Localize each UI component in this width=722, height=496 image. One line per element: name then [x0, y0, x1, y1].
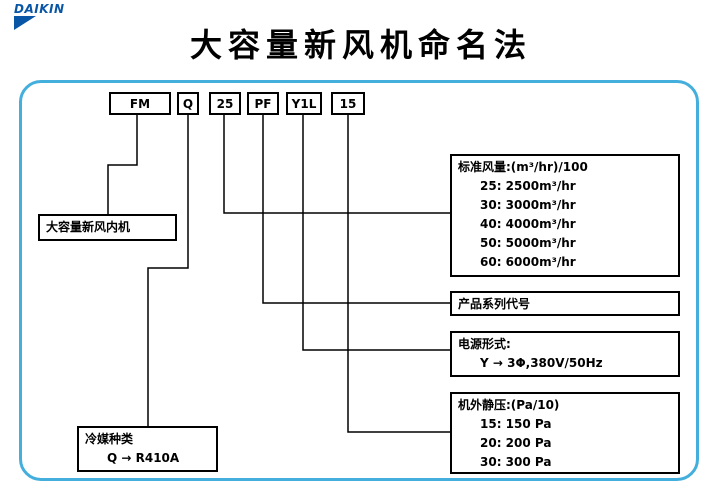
- series-label: 产品系列代号: [458, 297, 531, 311]
- airflow-heading: 标准风量:(m³/hr)/100: [458, 160, 588, 174]
- connector-15: [347, 115, 450, 433]
- unit-name-box: 大容量新风内机: [38, 214, 177, 241]
- power-line: Y → 3Φ,380V/50Hz: [480, 356, 603, 370]
- airflow-item: 30: 3000m³/hr: [480, 198, 576, 212]
- airflow-box: 标准风量:(m³/hr)/100 25: 2500m³/hr 30: 3000m…: [450, 154, 680, 277]
- connector-25: [223, 115, 450, 214]
- daikin-logo: DAIKIN: [14, 2, 74, 32]
- refrigerant-box: 冷媒种类 Q → R410A: [77, 426, 218, 472]
- code-box-pf: PF: [247, 92, 279, 115]
- airflow-item: 40: 4000m³/hr: [480, 217, 576, 231]
- static-pressure-item: 15: 150 Pa: [480, 417, 552, 431]
- code-box-fm: FM: [109, 92, 171, 115]
- connector-fm: [107, 115, 138, 214]
- airflow-item: 60: 6000m³/hr: [480, 255, 576, 269]
- logo-text: DAIKIN: [14, 2, 65, 16]
- static-pressure-item: 20: 200 Pa: [480, 436, 552, 450]
- power-box: 电源形式: Y → 3Φ,380V/50Hz: [450, 331, 680, 377]
- code-box-25: 25: [209, 92, 241, 115]
- page-title: 大容量新风机命名法: [189, 26, 532, 64]
- static-pressure-heading: 机外静压:(Pa/10): [458, 398, 560, 412]
- connector-pf: [262, 115, 450, 304]
- airflow-item: 50: 5000m³/hr: [480, 236, 576, 250]
- series-box: 产品系列代号: [450, 291, 680, 316]
- diagram-frame: [19, 80, 699, 481]
- refrigerant-heading: 冷媒种类: [85, 432, 134, 446]
- power-heading: 电源形式:: [458, 337, 511, 351]
- refrigerant-line: Q → R410A: [107, 451, 180, 465]
- static-pressure-item: 30: 300 Pa: [480, 455, 552, 469]
- static-pressure-box: 机外静压:(Pa/10) 15: 150 Pa 20: 200 Pa 30: 3…: [450, 392, 680, 474]
- connector-y1l: [302, 115, 450, 351]
- unit-name-label: 大容量新风内机: [46, 220, 131, 234]
- code-box-y1l: Y1L: [286, 92, 322, 115]
- code-box-15: 15: [331, 92, 365, 115]
- connector-q: [147, 115, 189, 426]
- logo-graphic: [14, 16, 36, 30]
- code-box-q: Q: [177, 92, 199, 115]
- airflow-item: 25: 2500m³/hr: [480, 179, 576, 193]
